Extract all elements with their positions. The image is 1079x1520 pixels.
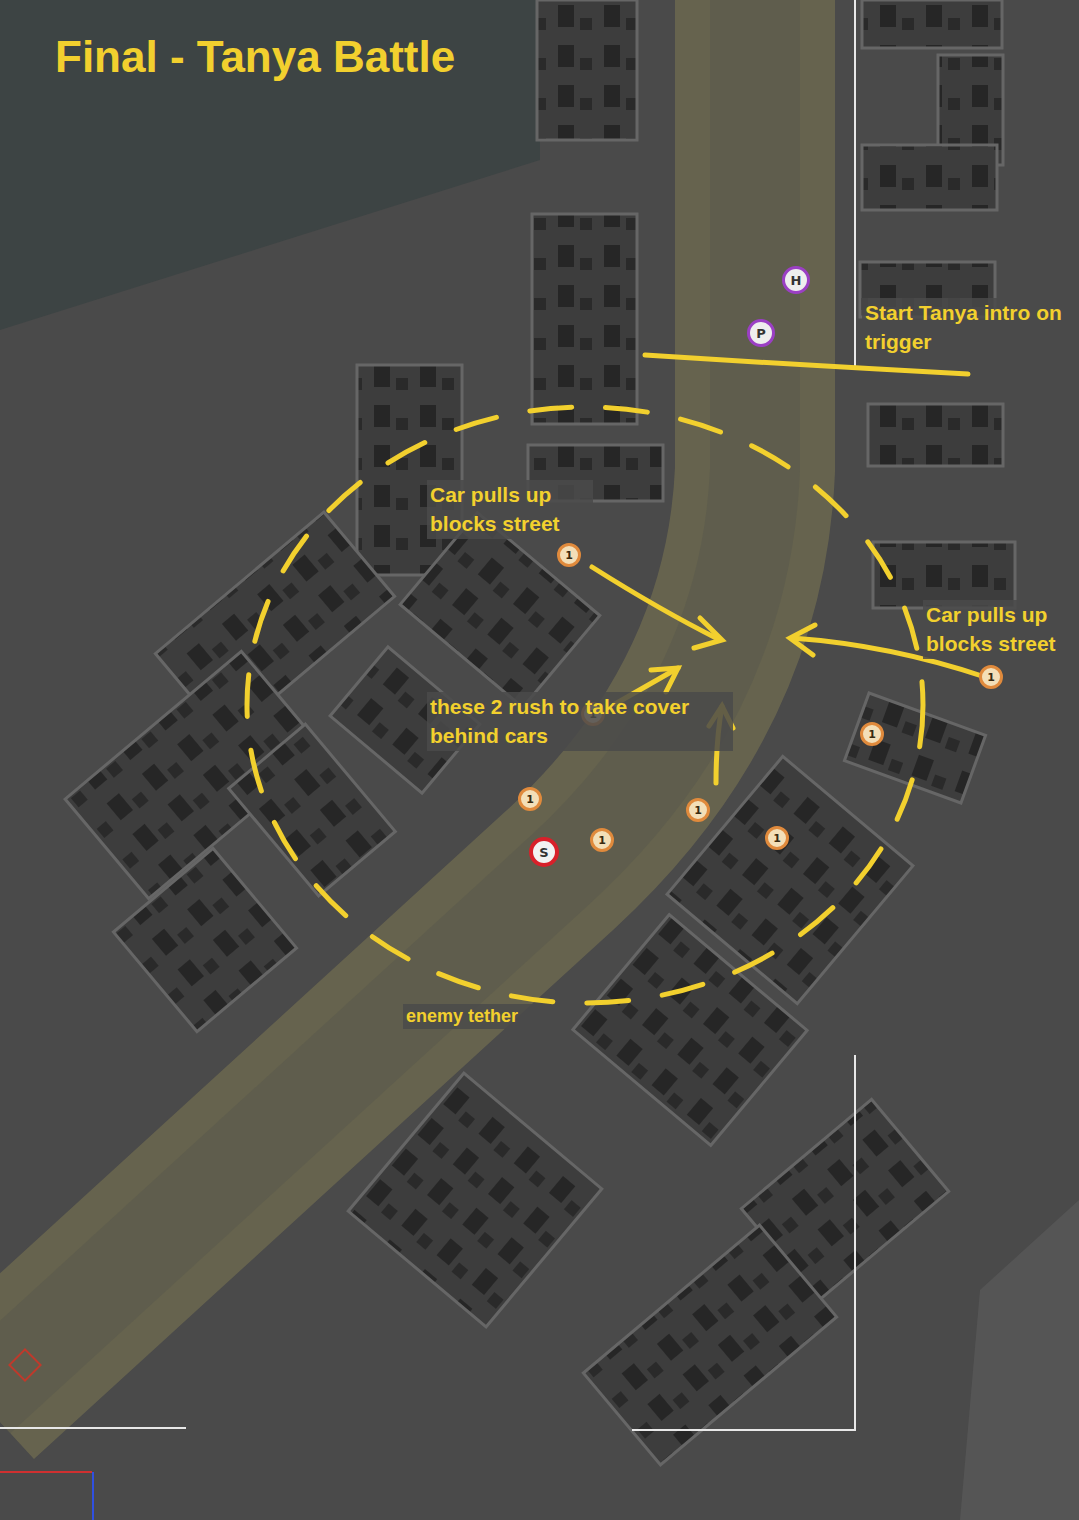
spawn-marker: 1 — [557, 543, 581, 567]
arrow-head — [790, 625, 815, 655]
spawn-marker: 1 — [686, 798, 710, 822]
marker-letter: 1 — [526, 793, 534, 806]
road-lane — [0, 0, 755, 1400]
bounds-lines — [0, 0, 855, 1430]
road — [0, 0, 755, 1400]
spawn-marker: 1 — [590, 828, 614, 852]
axis-y — [92, 1472, 94, 1520]
buildings — [65, 0, 1015, 1465]
annotation-note: these 2 rush to take cover behind cars — [427, 692, 733, 751]
marker-letter: S — [539, 845, 548, 860]
spawn-marker: 1 — [518, 787, 542, 811]
marker-letter: 1 — [565, 549, 573, 562]
enemy-tether-circle — [247, 407, 923, 1003]
map-title: Final - Tanya Battle — [55, 26, 455, 88]
trigger-line — [645, 355, 968, 374]
spawn-marker: 1 — [860, 722, 884, 746]
marker-letter: 1 — [773, 832, 781, 845]
spawn-marker: 1 — [979, 665, 1003, 689]
rush-arrow — [592, 567, 720, 640]
spawn-marker: P — [747, 319, 775, 347]
annotation-note: Car pulls up blocks street — [923, 600, 1075, 659]
marker-letter: 1 — [598, 834, 606, 847]
marker-letter: P — [756, 326, 766, 341]
arrow-head — [694, 618, 722, 648]
spawn-marker: H — [782, 266, 810, 294]
ground-edge — [960, 1200, 1079, 1520]
marker-letter: 1 — [868, 728, 876, 741]
origin-marker — [9, 1349, 40, 1380]
marker-letter: 1 — [987, 671, 995, 684]
axis-x — [0, 1471, 92, 1473]
annotation-note: Car pulls up blocks street — [427, 480, 593, 539]
marker-letter: H — [791, 273, 802, 288]
arrow-head — [651, 668, 678, 692]
annotation-note: Start Tanya intro on trigger — [862, 298, 1073, 357]
spawn-marker: 1 — [765, 826, 789, 850]
annotation-note: enemy tether — [403, 1004, 549, 1029]
water — [0, 0, 540, 330]
marker-letter: 1 — [694, 804, 702, 817]
spawn-marker: S — [529, 837, 559, 867]
